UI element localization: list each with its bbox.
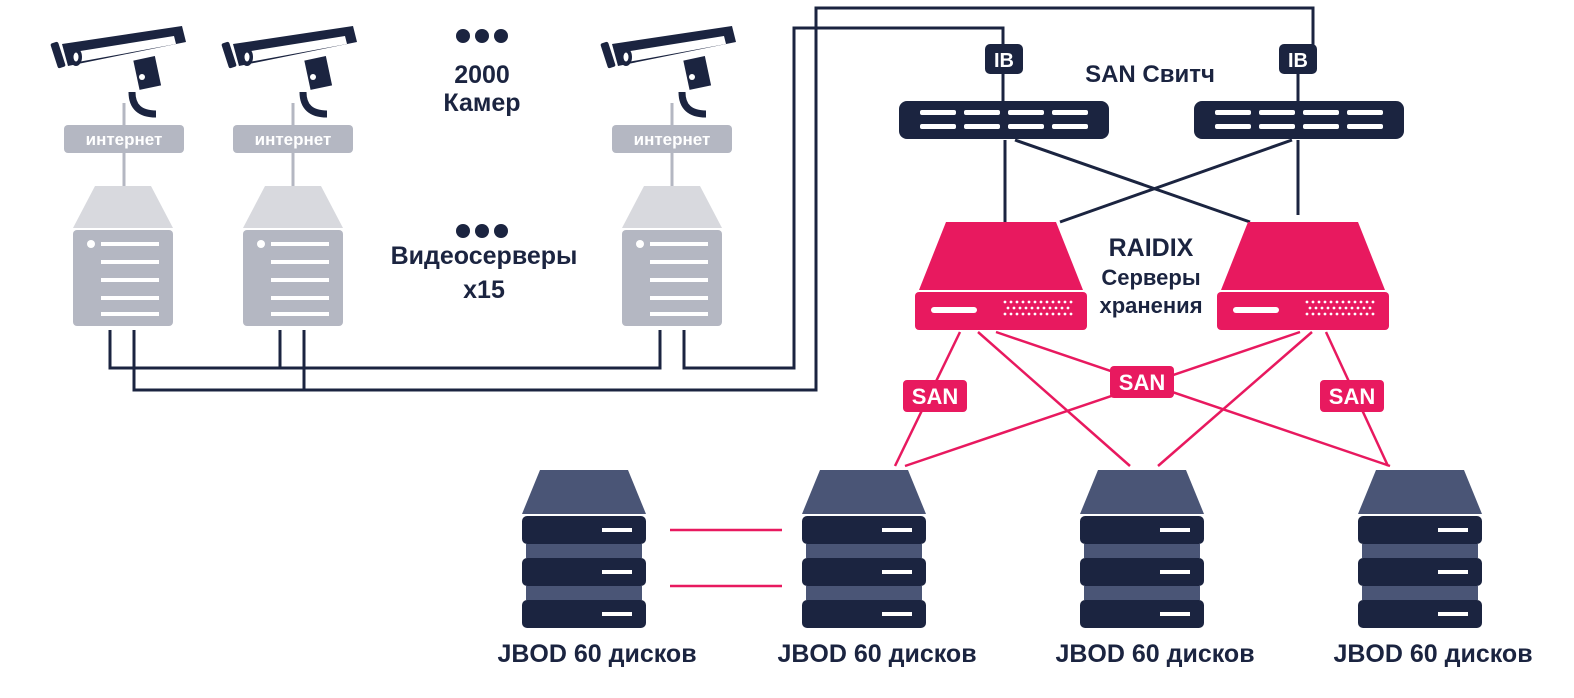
san-link-b1 xyxy=(904,330,1301,468)
video-servers-count: x15 xyxy=(463,276,505,304)
san-link-a3 xyxy=(995,330,1391,468)
cameras-count-number: 2000 xyxy=(454,61,510,89)
storage-brand: RAIDIX xyxy=(1109,234,1194,262)
internet-label-3: интернет xyxy=(634,130,711,149)
ib-badge-1: IB xyxy=(985,44,1023,74)
internet-badge-3: интернет xyxy=(612,125,732,153)
camera-2 xyxy=(221,26,357,114)
jbod-label-2: JBOD 60 дисков xyxy=(777,640,976,668)
storage-line-2: хранения xyxy=(1099,293,1202,318)
navy-connections xyxy=(108,6,1315,392)
san-switch-1 xyxy=(899,101,1109,139)
ib-badge-2: IB xyxy=(1279,44,1317,74)
san-links xyxy=(670,330,1391,588)
san-badge-center: SAN xyxy=(1110,366,1174,398)
video-server-2 xyxy=(243,186,343,326)
jbod-label-3: JBOD 60 дисков xyxy=(1055,640,1254,668)
internet-label-1: интернет xyxy=(86,130,163,149)
jbod-label-4: JBOD 60 дисков xyxy=(1333,640,1532,668)
ib-label-2: IB xyxy=(1288,50,1308,72)
san-badge-right: SAN xyxy=(1320,380,1384,412)
servers-ellipsis-icon xyxy=(456,224,508,238)
san-label-left: SAN xyxy=(912,384,958,409)
jbod-4 xyxy=(1358,470,1482,628)
san-switch-title: SAN Свитч xyxy=(1085,61,1215,88)
cameras-count-label: Камер xyxy=(443,89,520,117)
raidix-server-2 xyxy=(1217,222,1389,330)
san-switch-2 xyxy=(1194,101,1404,139)
jbod-2 xyxy=(802,470,926,628)
internet-badge-1: интернет xyxy=(64,125,184,153)
san-label-center: SAN xyxy=(1119,370,1165,395)
storage-line-1: Серверы xyxy=(1101,265,1200,290)
san-link-a2 xyxy=(977,331,1131,467)
video-server-3 xyxy=(622,186,722,326)
internet-label-2: интернет xyxy=(255,130,332,149)
san-label-right: SAN xyxy=(1329,384,1375,409)
switch2-to-raid1 xyxy=(1059,138,1293,224)
camera-1 xyxy=(50,26,186,114)
video-servers-title: Видеосерверы xyxy=(391,242,578,270)
server-bus-1 xyxy=(108,330,662,370)
jbod-1 xyxy=(522,470,646,628)
raidix-server-1 xyxy=(915,222,1087,330)
jbod-3 xyxy=(1080,470,1204,628)
server-bus-3 xyxy=(682,26,1005,370)
video-server-1 xyxy=(73,186,173,326)
camera-3 xyxy=(600,26,736,114)
cameras-ellipsis-icon xyxy=(456,29,508,43)
switch1-to-raid2 xyxy=(1014,138,1251,224)
server-bus-2 xyxy=(132,6,1315,392)
san-link-b2 xyxy=(1157,331,1313,467)
jbod-label-1: JBOD 60 дисков xyxy=(497,640,696,668)
internet-badge-2: интернет xyxy=(233,125,353,153)
ib-label-1: IB xyxy=(994,50,1014,72)
camera-links xyxy=(122,103,674,186)
san-badge-left: SAN xyxy=(903,380,967,412)
